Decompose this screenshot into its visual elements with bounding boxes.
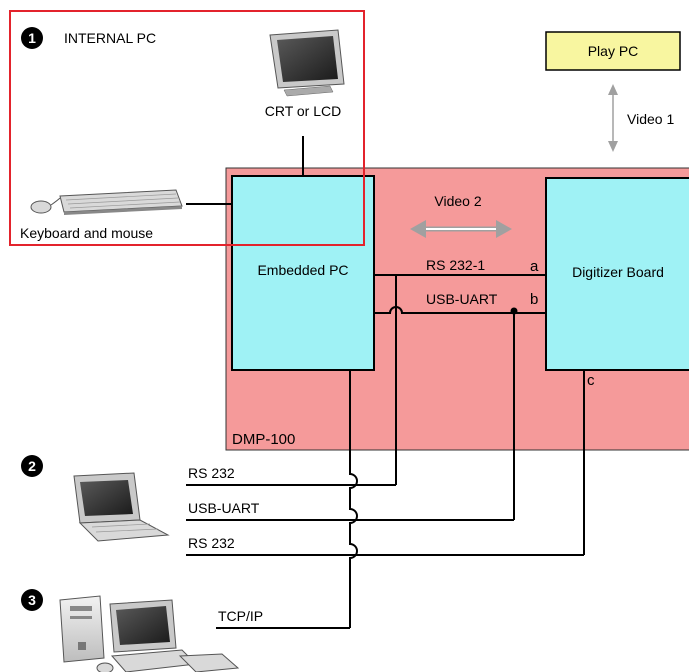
ext-rs232-top-label: RS 232 <box>188 465 235 481</box>
play-pc-box <box>545 31 681 71</box>
usb-uart-internal-label: USB-UART <box>426 291 498 307</box>
keyboard-icon <box>59 189 183 215</box>
ext-tcpip-label: TCP/IP <box>218 608 263 624</box>
tcpip-drop-wire <box>349 370 358 628</box>
badge-3 <box>21 589 43 611</box>
ext-rs232-bottom-label: RS 232 <box>188 535 235 551</box>
port-c-label: c <box>587 372 595 389</box>
laptop-icon <box>73 472 170 542</box>
badge-2 <box>21 455 43 477</box>
video2-label: Video 2 <box>434 193 481 209</box>
desktop-pc-icon <box>59 595 240 672</box>
video2-arrow <box>410 220 512 238</box>
embedded-pc-label: Embedded PC <box>257 262 348 278</box>
device-name: DMP-100 <box>232 431 295 448</box>
rs232-1-label: RS 232-1 <box>426 257 485 273</box>
internal-pc-title: INTERNAL PC <box>64 30 156 46</box>
badge-1 <box>21 27 43 49</box>
mouse-icon <box>30 197 61 214</box>
video1-arrow <box>608 84 618 152</box>
video1-label: Video 1 <box>627 111 674 127</box>
internal-pc-border <box>9 10 365 246</box>
badge-2-number: 2 <box>28 458 36 474</box>
digitizer-label: Digitizer Board <box>572 264 664 280</box>
digitizer-board <box>545 177 689 371</box>
badge-3-number: 3 <box>28 592 36 608</box>
monitor-label: CRT or LCD <box>265 103 342 119</box>
play-pc-label: Play PC <box>588 43 639 59</box>
monitor-icon <box>269 29 345 97</box>
port-b-label: b <box>530 291 538 308</box>
badge-1-number: 1 <box>28 30 36 46</box>
ext-usb-uart-label: USB-UART <box>188 500 260 516</box>
keyboard-label: Keyboard and mouse <box>20 225 153 241</box>
embedded-pc-board <box>231 175 375 371</box>
port-a-label: a <box>530 258 539 275</box>
